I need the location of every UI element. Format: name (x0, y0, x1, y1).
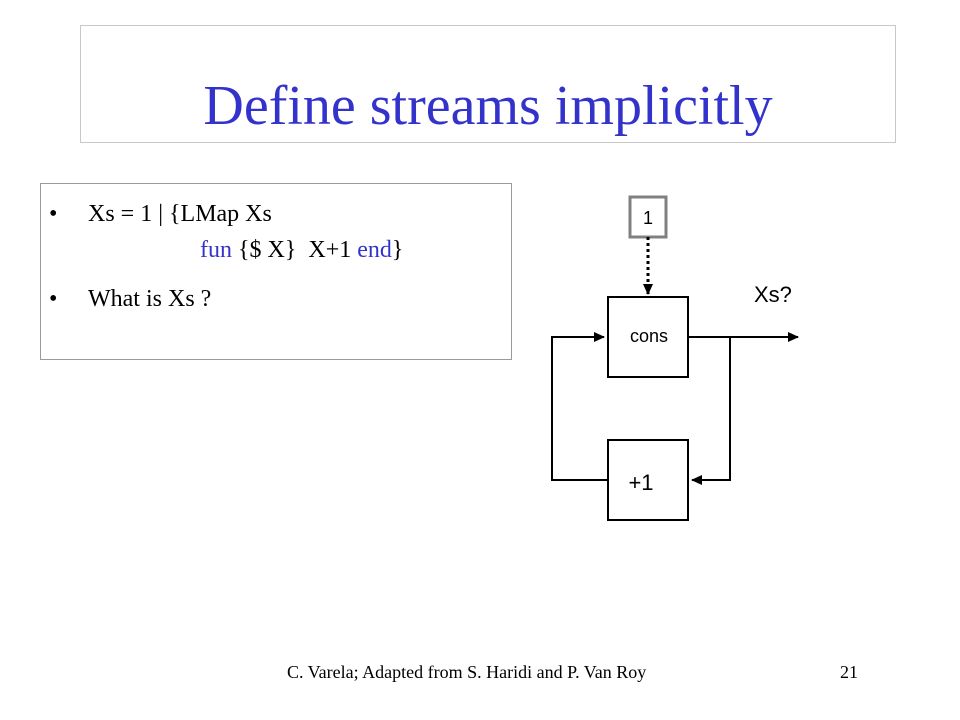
feedback-to-increment (691, 337, 731, 485)
output-label: Xs? (754, 282, 792, 307)
increment-box-label: +1 (628, 470, 653, 495)
increment-box (607, 439, 689, 521)
bullet-1-line-2: fun {$ X} X+1 end} (200, 238, 403, 262)
slide-title: Define streams implicitly (203, 75, 773, 137)
fun-keyword: fun (200, 237, 232, 263)
input-box-label: 1 (643, 208, 653, 228)
cons-box-label: cons (630, 326, 668, 346)
feedback-to-cons (551, 332, 608, 481)
page-number: 21 (840, 662, 858, 682)
closing-brace: } (391, 237, 404, 263)
bullet-1-line-1: Xs = 1 | {LMap Xs (88, 201, 272, 227)
content-box: • Xs = 1 | {LMap Xs fun {$ X} X+1 end} •… (40, 183, 512, 360)
bullet-marker: • (49, 201, 58, 227)
bullet-2: What is Xs ? (88, 286, 212, 312)
end-keyword: end (357, 237, 392, 263)
lambda-args: {$ X} (238, 237, 297, 263)
footer-credit: C. Varela; Adapted from S. Haridi and P.… (287, 662, 647, 682)
lambda-body: X+1 (308, 237, 352, 263)
title-box: Define streams implicitly (80, 25, 896, 143)
bullet-marker: • (49, 286, 58, 312)
